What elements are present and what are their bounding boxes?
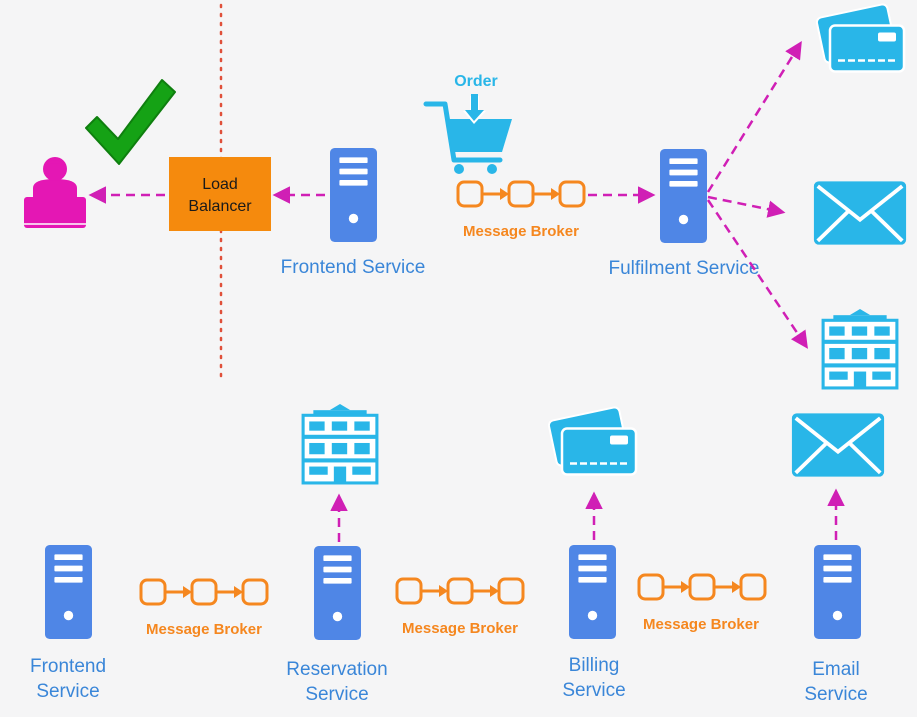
- message-broker-icon-bottom-3: [637, 573, 767, 601]
- shopping-cart-icon: [423, 94, 512, 174]
- billing-service-label: Service: [562, 680, 625, 701]
- message-broker-icon-bottom-2: [395, 577, 525, 605]
- email-service-label: Email: [812, 659, 860, 680]
- server-icon-frontend-top: [330, 148, 377, 242]
- user-laptop-icon: [24, 157, 86, 228]
- message-broker-icon-bottom-1: [139, 578, 269, 606]
- order-label: Order: [454, 73, 498, 90]
- server-icon-billing: [569, 545, 616, 639]
- checkmark-icon: [85, 79, 176, 165]
- message-broker-label-bottom-1: Message Broker: [146, 621, 262, 638]
- credit-card-icon-top: [816, 2, 906, 73]
- email-service-label: Service: [804, 684, 867, 705]
- load-balancer: Load Balancer: [169, 157, 271, 231]
- envelope-icon-top: [812, 179, 908, 247]
- frontend-service-label-bottom: Service: [36, 681, 99, 702]
- server-icon-email: [814, 545, 861, 639]
- credit-card-icon-bottom: [548, 405, 638, 476]
- building-icon-top: [821, 308, 899, 390]
- building-icon-bottom: [301, 403, 379, 485]
- fulfilment-service-label: Fulfilment Service: [609, 258, 760, 279]
- arrow-fulfilment-to-mail: [707, 195, 786, 218]
- reservation-service-label: Reservation: [286, 659, 387, 680]
- load-balancer-label: Load: [202, 176, 238, 193]
- frontend-service-label-top: Frontend Service: [281, 257, 426, 278]
- message-broker-icon-top: [456, 180, 586, 208]
- load-balancer-label: Balancer: [188, 198, 252, 215]
- server-icon-frontend-bottom: [45, 545, 92, 639]
- message-broker-label-bottom-2: Message Broker: [402, 620, 518, 637]
- billing-service-label: Billing: [569, 655, 620, 676]
- envelope-icon-bottom: [790, 411, 886, 479]
- load-balancer-box: [169, 157, 271, 231]
- frontend-service-label-bottom: Frontend: [30, 656, 106, 677]
- arrow-fulfilment-to-card: [706, 41, 802, 193]
- server-icon-fulfilment: [660, 149, 707, 243]
- message-broker-label-top: Message Broker: [463, 223, 579, 240]
- message-broker-label-bottom-3: Message Broker: [643, 616, 759, 633]
- reservation-service-label: Service: [305, 684, 368, 705]
- server-icon-reservation: [314, 546, 361, 640]
